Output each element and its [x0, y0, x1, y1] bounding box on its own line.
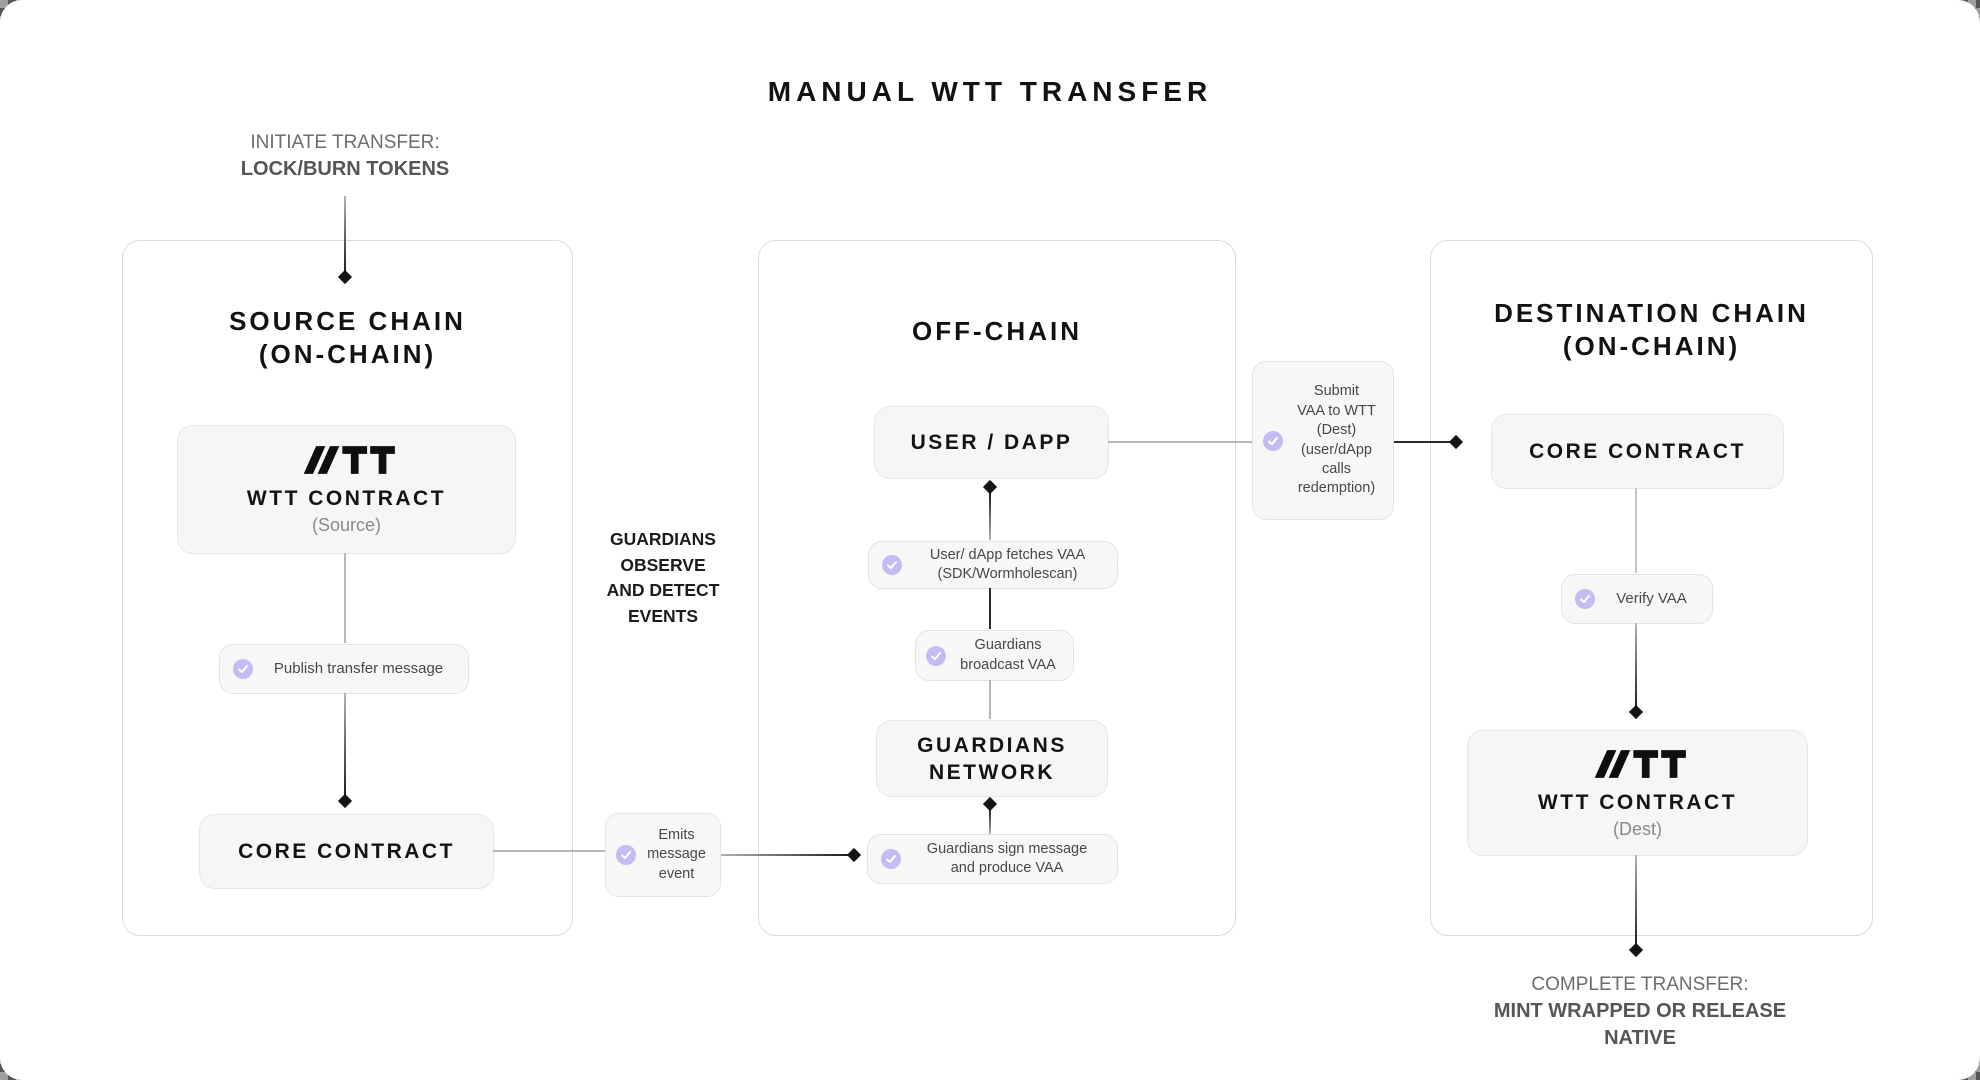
wtt-logo-icon: [303, 446, 395, 474]
initiate-transfer-label: INITIATE TRANSFER: LOCK/BURN TOKENS: [195, 130, 495, 183]
guardians-observe-line4: EVENTS: [627, 605, 699, 626]
connector-core-to-emits: [493, 850, 605, 852]
sign-message-line1: Guardians sign message: [926, 840, 1088, 857]
initiate-transfer-line2: LOCK/BURN TOKENS: [240, 158, 450, 180]
guardians-network-line2: NETWORK: [929, 760, 1055, 784]
wtt-contract-source-subtitle: (Source): [311, 515, 382, 535]
broadcast-vaa-label: Guardians broadcast VAA: [953, 636, 1063, 675]
connector-publish-to-core: [344, 693, 346, 799]
submit-vaa-line2: VAA to WTT: [1297, 402, 1376, 419]
submit-vaa-line6: redemption): [1297, 480, 1376, 497]
complete-transfer-label: COMPLETE TRANSFER: MINT WRAPPED OR RELEA…: [1460, 972, 1820, 1052]
wtt-contract-dest-title: WTT CONTRACT: [1537, 790, 1738, 814]
broadcast-vaa-line1: Guardians: [974, 637, 1042, 654]
fetch-vaa-label: User/ dApp fetches VAA (SDK/Wormholescan…: [911, 546, 1104, 585]
guardians-observe-label: GUARDIANS OBSERVE AND DETECT EVENTS: [598, 527, 728, 629]
sign-message-step: Guardians sign message and produce VAA: [867, 834, 1118, 884]
destination-chain-container: DESTINATION CHAIN (ON-CHAIN) CORE CONTRA…: [1430, 240, 1873, 936]
source-chain-header-line1: SOURCE CHAIN: [229, 306, 466, 336]
connector-emits-to-sign: [721, 854, 851, 856]
connector-fetch-to-user: [989, 491, 991, 540]
complete-transfer-line1: COMPLETE TRANSFER:: [1531, 974, 1749, 995]
connector-submit-to-core: [1394, 441, 1454, 443]
emits-event-label: Emits message event: [643, 826, 710, 884]
wtt-contract-dest-node: WTT CONTRACT (Dest): [1467, 730, 1808, 856]
emits-event-line1: Emits: [658, 826, 695, 843]
broadcast-vaa-line2: broadcast VAA: [960, 656, 1056, 673]
fetch-vaa-line1: User/ dApp fetches VAA: [929, 546, 1086, 563]
source-chain-container: SOURCE CHAIN (ON-CHAIN) WTT CONTRACT (So…: [122, 240, 573, 936]
page-title: MANUAL WTT TRANSFER: [767, 76, 1213, 107]
core-contract-dest-title: CORE CONTRACT: [1529, 440, 1746, 463]
user-dapp-node: USER / DAPP: [874, 406, 1109, 479]
wtt-contract-dest-subtitle: (Dest): [1613, 818, 1662, 839]
connector-sign-to-network: [989, 808, 991, 834]
source-chain-header: SOURCE CHAIN (ON-CHAIN): [123, 305, 572, 371]
connector-core-to-verify: [1635, 488, 1637, 573]
check-circle-icon: [1263, 430, 1283, 451]
emits-event-line2: message: [647, 846, 706, 863]
emits-event-step: Emits message event: [605, 813, 721, 897]
core-contract-dest-node: CORE CONTRACT: [1491, 414, 1784, 489]
wtt-contract-source-title: WTT CONTRACT: [246, 487, 447, 510]
connector-wtt-to-complete: [1635, 855, 1637, 949]
fetch-vaa-line2: (SDK/Wormholescan): [937, 566, 1078, 582]
off-chain-header: OFF-CHAIN: [759, 315, 1235, 348]
connector-broadcast-to-fetch: [989, 588, 991, 629]
submit-vaa-line3: (Dest): [1316, 422, 1357, 439]
core-contract-source-node: CORE CONTRACT: [199, 814, 494, 889]
arrowhead-complete: [1628, 942, 1644, 958]
connector-wtt-to-publish: [344, 553, 346, 643]
fetch-vaa-step: User/ dApp fetches VAA (SDK/Wormholescan…: [868, 541, 1118, 589]
submit-vaa-label: Submit VAA to WTT (Dest) (user/dApp call…: [1290, 382, 1383, 499]
submit-vaa-line4: (user/dApp: [1301, 441, 1372, 458]
destination-chain-header-line2: (ON-CHAIN): [1562, 331, 1741, 361]
complete-transfer-line2: MINT WRAPPED OR RELEASE NATIVE: [1493, 1000, 1787, 1049]
connector-initiate-to-source: [344, 196, 346, 274]
off-chain-header-text: OFF-CHAIN: [912, 316, 1082, 346]
emits-event-line3: event: [658, 865, 695, 882]
connector-user-to-submit: [1108, 441, 1252, 443]
guardians-observe-line2: OBSERVE: [620, 554, 706, 575]
sign-message-label: Guardians sign message and produce VAA: [910, 840, 1104, 879]
check-circle-icon: [881, 849, 901, 869]
guardians-network-node: GUARDIANS NETWORK: [876, 720, 1108, 797]
wtt-contract-source-node: WTT CONTRACT (Source): [177, 425, 516, 554]
destination-chain-header: DESTINATION CHAIN (ON-CHAIN): [1431, 297, 1872, 363]
source-chain-header-line2: (ON-CHAIN): [258, 339, 437, 369]
destination-chain-header-line1: DESTINATION CHAIN: [1494, 298, 1809, 328]
check-circle-icon: [926, 645, 946, 666]
submit-vaa-line5: calls: [1321, 460, 1351, 477]
publish-transfer-label: Publish transfer message: [273, 659, 444, 677]
initiate-transfer-line1: INITIATE TRANSFER:: [250, 132, 440, 153]
check-circle-icon: [616, 845, 636, 865]
submit-vaa-line1: Submit: [1313, 383, 1360, 400]
verify-vaa-step: Verify VAA: [1561, 574, 1713, 624]
core-contract-source-title: CORE CONTRACT: [238, 840, 455, 863]
guardians-observe-line3: AND DETECT: [606, 580, 720, 600]
submit-vaa-step: Submit VAA to WTT (Dest) (user/dApp call…: [1252, 361, 1394, 520]
check-circle-icon: [882, 555, 902, 575]
off-chain-container: OFF-CHAIN USER / DAPP User/ dApp fetches…: [758, 240, 1236, 936]
connector-network-to-broadcast: [989, 680, 991, 719]
connector-verify-to-wtt: [1635, 623, 1637, 711]
wtt-logo-icon: [1594, 749, 1686, 778]
check-circle-icon: [233, 659, 253, 679]
verify-vaa-label: Verify VAA: [1616, 589, 1687, 607]
publish-transfer-step: Publish transfer message: [219, 644, 469, 694]
check-circle-icon: [1575, 589, 1595, 609]
guardians-observe-line1: GUARDIANS: [610, 529, 716, 549]
broadcast-vaa-step: Guardians broadcast VAA: [915, 630, 1074, 681]
sign-message-line2: and produce VAA: [950, 860, 1064, 876]
guardians-network-line1: GUARDIANS: [917, 733, 1067, 757]
user-dapp-title: USER / DAPP: [910, 431, 1073, 454]
